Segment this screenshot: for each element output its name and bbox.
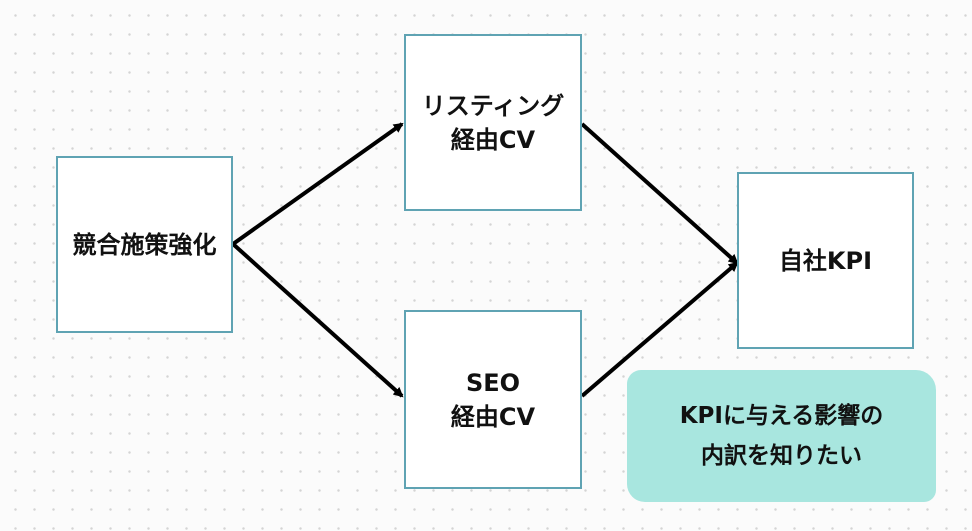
node-competitor-measures-label: 競合施策強化 [72, 230, 217, 259]
node-company-kpi: 自社KPI [737, 172, 914, 349]
sticky-note: KPIに与える影響の 内訳を知りたい [627, 370, 936, 502]
arrow-listing-to-kpi [580, 122, 739, 265]
sticky-note-text: KPIに与える影響の 内訳を知りたい [679, 403, 884, 469]
node-listing-cv: リスティング 経由CV [404, 34, 582, 211]
node-company-kpi-label: 自社KPI [778, 246, 873, 275]
node-listing-cv-label: リスティング 経由CV [421, 91, 565, 154]
node-seo-cv-label: SEO 経由CV [450, 368, 536, 431]
arrow-source-to-listing [231, 122, 404, 246]
node-competitor-measures: 競合施策強化 [56, 156, 233, 333]
arrow-source-to-seo [231, 242, 404, 398]
arrow-seo-to-kpi [580, 261, 739, 398]
node-seo-cv: SEO 経由CV [404, 310, 582, 489]
